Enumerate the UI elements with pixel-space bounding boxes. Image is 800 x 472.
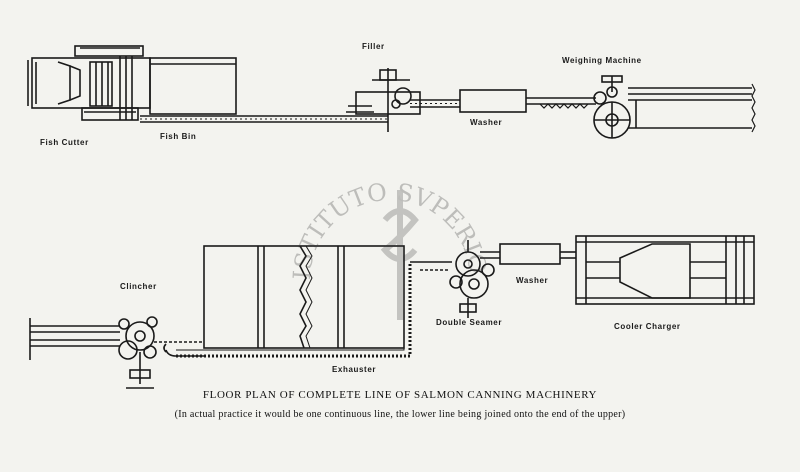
bottom-conveyor-2 xyxy=(480,251,500,259)
washer-top-label: Washer xyxy=(470,118,503,127)
top-discharge-table xyxy=(628,83,756,133)
exhauster-label: Exhauster xyxy=(332,365,377,374)
weighing-machine xyxy=(593,75,631,139)
double-seamer-label: Double Seamer xyxy=(436,318,503,327)
caption-subtitle: (In actual practice it would be one cont… xyxy=(174,409,626,420)
top-conveyor-3 xyxy=(526,97,596,109)
clincher-label: Clincher xyxy=(120,282,157,291)
cooler-charger-machine xyxy=(575,235,755,305)
weighing-machine-label: Weighing Machine xyxy=(562,56,642,65)
fish-bin-label: Fish Bin xyxy=(160,132,197,141)
top-conveyor-1 xyxy=(140,115,388,123)
watermark-seal: ISTITUTO SVPERIORE DI SANITA xyxy=(290,150,490,320)
top-conveyor-2 xyxy=(410,99,460,108)
washer-top-machine xyxy=(459,89,527,113)
bottom-conveyor-3 xyxy=(560,251,576,259)
washer-bottom-label: Washer xyxy=(516,276,549,285)
double-seamer-machine xyxy=(420,240,495,318)
fish-cutter-label: Fish Cutter xyxy=(40,138,89,147)
exhauster-chain xyxy=(176,261,452,358)
bottom-chain-1 xyxy=(154,341,204,357)
clincher-machine xyxy=(118,316,158,389)
filler-label: Filler xyxy=(362,42,385,51)
bottom-conveyor-in xyxy=(29,318,120,360)
fish-bin xyxy=(149,57,237,115)
washer-bottom-machine xyxy=(499,243,561,265)
caption-title: FLOOR PLAN OF COMPLETE LINE OF SALMON CA… xyxy=(202,389,598,401)
fish-cutter-machine xyxy=(27,45,151,121)
cooler-charger-label: Cooler Charger xyxy=(614,322,681,331)
